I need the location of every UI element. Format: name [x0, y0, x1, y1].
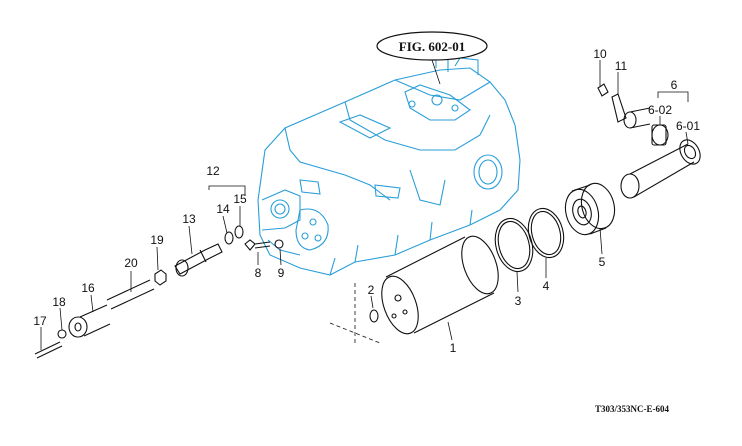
part-3-backup-ring	[494, 217, 534, 273]
figure-reference[interactable]: FIG. 602-01	[376, 31, 488, 85]
part-8-bolt	[244, 239, 271, 251]
part-13-valve	[174, 243, 223, 277]
callout-13[interactable]: 13	[182, 212, 196, 226]
callout-19[interactable]: 19	[150, 233, 164, 247]
part-10-11-bracket-pin	[597, 83, 651, 129]
callout-11[interactable]: 11	[615, 59, 628, 73]
callout-20[interactable]: 20	[124, 256, 138, 270]
figure-reference-label: FIG. 602-01	[399, 39, 465, 54]
part-16-end-fitting	[68, 304, 111, 338]
part-4-ring	[527, 207, 565, 259]
callout-8[interactable]: 8	[255, 266, 262, 280]
callout-2[interactable]: 2	[368, 283, 375, 297]
callout-6[interactable]: 6	[671, 78, 678, 92]
callout-5[interactable]: 5	[599, 255, 606, 269]
transmission-housing	[257, 55, 521, 276]
leader-lines	[40, 60, 689, 350]
callout-16[interactable]: 16	[81, 281, 95, 295]
callout-15[interactable]: 15	[233, 192, 247, 206]
part-20-rod	[106, 279, 155, 310]
callout-6-01[interactable]: 6-01	[676, 119, 700, 133]
callout-1[interactable]: 1	[450, 341, 457, 355]
part-17-bolt	[34, 341, 63, 359]
callout-17[interactable]: 17	[33, 314, 47, 328]
part-1-cylinder	[381, 235, 499, 335]
part-5-piston	[564, 182, 616, 236]
part-19-nut	[154, 269, 167, 286]
callout-18[interactable]: 18	[52, 295, 66, 309]
part-6-rod-assembly	[620, 124, 701, 199]
part-18-washer	[57, 329, 67, 339]
callouts: 1 2 3 4 5 6 6-01 6-02 8 9 10 11 12 13 14…	[33, 47, 700, 355]
part-9-washer	[274, 239, 284, 249]
part-2-o-ring	[369, 309, 379, 323]
part-14-o-ring	[224, 231, 234, 245]
callout-10[interactable]: 10	[593, 47, 607, 61]
callout-9[interactable]: 9	[278, 266, 285, 280]
callout-14[interactable]: 14	[216, 202, 230, 216]
callout-3[interactable]: 3	[515, 294, 522, 308]
part-15-o-ring	[234, 225, 244, 239]
callout-6-02[interactable]: 6-02	[648, 103, 672, 117]
callout-12[interactable]: 12	[206, 164, 220, 178]
callout-4[interactable]: 4	[543, 279, 550, 293]
drawing-code: T303/353NC-E-604	[595, 404, 669, 414]
